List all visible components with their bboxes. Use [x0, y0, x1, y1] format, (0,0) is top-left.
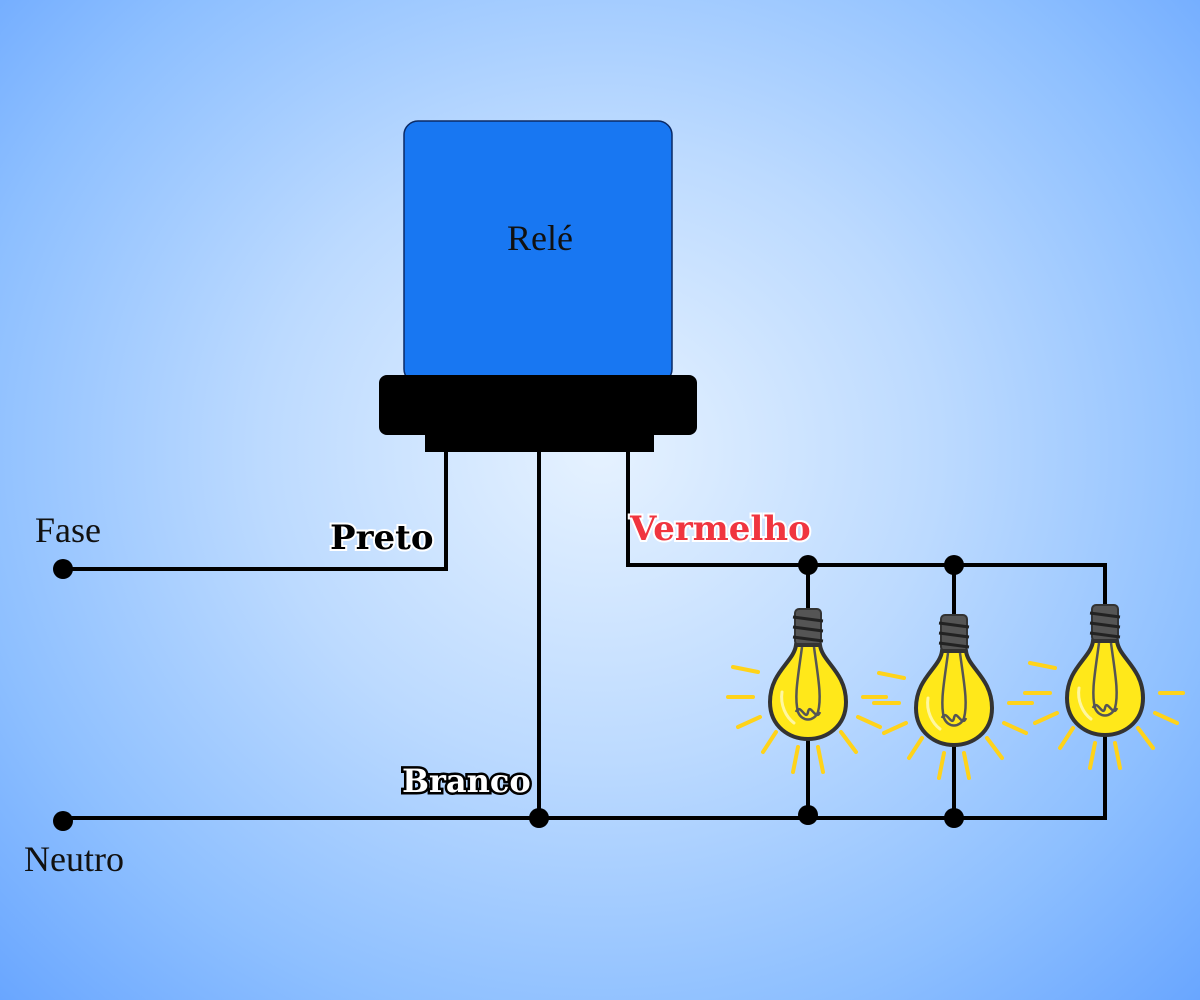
- wire-preto-label: Preto: [330, 518, 434, 558]
- relay-base: [379, 375, 697, 435]
- relay: Relé: [379, 120, 697, 452]
- relay-connector: [425, 430, 654, 452]
- junction-vermelho-2: [944, 555, 964, 575]
- wire-vermelho-label: Vermelho: [629, 509, 811, 549]
- fase-label: Fase: [35, 510, 101, 550]
- wires: [61, 450, 1107, 820]
- junctions: [53, 555, 964, 831]
- neutro-label: Neutro: [24, 839, 124, 879]
- junction-neutro-2: [944, 808, 964, 828]
- junction-branco: [529, 808, 549, 828]
- wire-preto: [61, 450, 448, 571]
- fase-terminal: [53, 559, 73, 579]
- junction-neutro-1: [798, 805, 818, 825]
- junction-vermelho-1: [798, 555, 818, 575]
- relay-label: Relé: [507, 218, 573, 258]
- neutro-terminal: [53, 811, 73, 831]
- wire-branco-label: Branco: [402, 762, 531, 800]
